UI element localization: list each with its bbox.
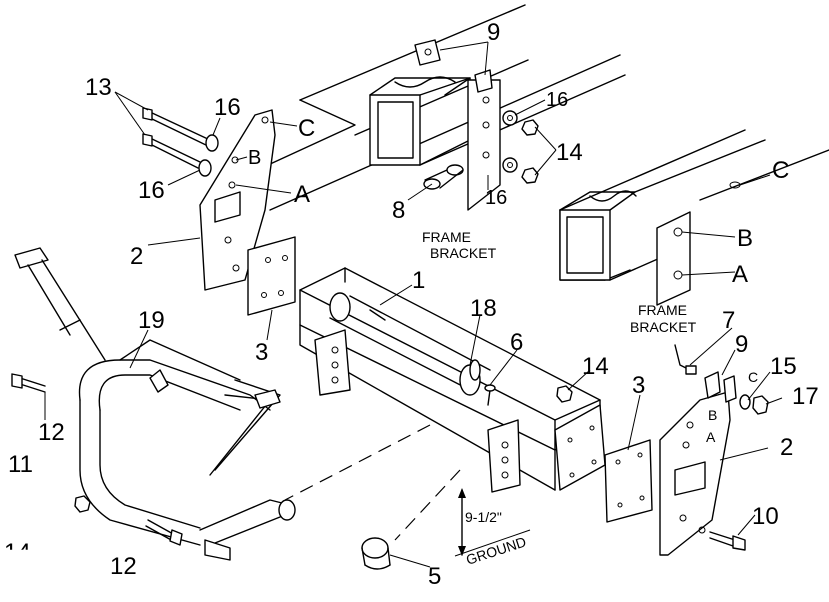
cap <box>361 537 391 570</box>
callout-16-right: 16 <box>546 89 568 111</box>
callout-16-top: 16 <box>214 94 241 121</box>
right-side-plate <box>556 344 769 556</box>
frame-bracket-left-line1: FRAME <box>422 229 471 245</box>
callout-18: 18 <box>470 295 497 322</box>
callout-19: 19 <box>138 307 165 334</box>
callout-2-right: 2 <box>780 434 793 461</box>
left-frame-bracket <box>414 39 539 211</box>
letter-b-plate: B <box>708 407 717 423</box>
letter-callouts: C B A C B A C B A <box>248 115 789 445</box>
letter-c-right: C <box>772 157 789 184</box>
callout-5: 5 <box>428 563 441 590</box>
callout-17: 17 <box>792 383 819 410</box>
main-crossmember <box>299 267 606 493</box>
front-bumper-frame <box>11 247 296 561</box>
callout-6: 6 <box>510 329 523 356</box>
callout-14-right: 14 <box>582 353 609 380</box>
letter-a-left: A <box>294 181 310 208</box>
frame-bracket-left-line2: BRACKET <box>430 245 497 261</box>
callout-7: 7 <box>722 307 735 334</box>
callout-2-left: 2 <box>130 243 143 270</box>
frame-bracket-right-line1: FRAME <box>638 302 687 318</box>
left-frame-rail <box>267 4 626 211</box>
callout-15: 15 <box>770 353 797 380</box>
callout-14-partial: 14 <box>4 539 31 566</box>
callout-8: 8 <box>392 197 405 224</box>
letter-a-plate: A <box>706 429 716 445</box>
letter-c-left: C <box>298 115 315 142</box>
callout-numbers: 9 13 16 16 16 16 14 8 2 3 1 18 6 19 12 1… <box>4 19 819 590</box>
callout-11: 11 <box>8 451 33 478</box>
letter-b-left: B <box>248 147 261 169</box>
leader-lines <box>44 41 783 568</box>
height-dimension <box>454 488 531 557</box>
callout-9-top: 9 <box>487 19 500 46</box>
alignment-lines <box>284 424 461 541</box>
callout-12-upper: 12 <box>38 419 65 446</box>
callout-16-left: 16 <box>138 177 165 204</box>
callout-12-lower: 12 <box>110 553 137 580</box>
frame-bracket-right-line2: BRACKET <box>630 319 697 335</box>
callout-9-right: 9 <box>735 331 748 358</box>
callout-3-left: 3 <box>255 339 268 366</box>
ground-label: GROUND <box>464 533 528 567</box>
callout-16-bottom: 16 <box>485 187 507 209</box>
letter-c-plate: C <box>748 369 758 385</box>
left-side-plate <box>142 107 296 316</box>
callout-1: 1 <box>412 267 425 294</box>
letter-b-right: B <box>737 225 753 252</box>
letter-a-right: A <box>732 261 748 288</box>
callout-13: 13 <box>85 74 112 101</box>
callout-14-top: 14 <box>556 139 583 166</box>
callout-3-right: 3 <box>632 372 645 399</box>
callout-10: 10 <box>752 503 779 530</box>
right-frame-rail <box>559 129 829 306</box>
height-value: 9-1/2" <box>465 509 502 525</box>
